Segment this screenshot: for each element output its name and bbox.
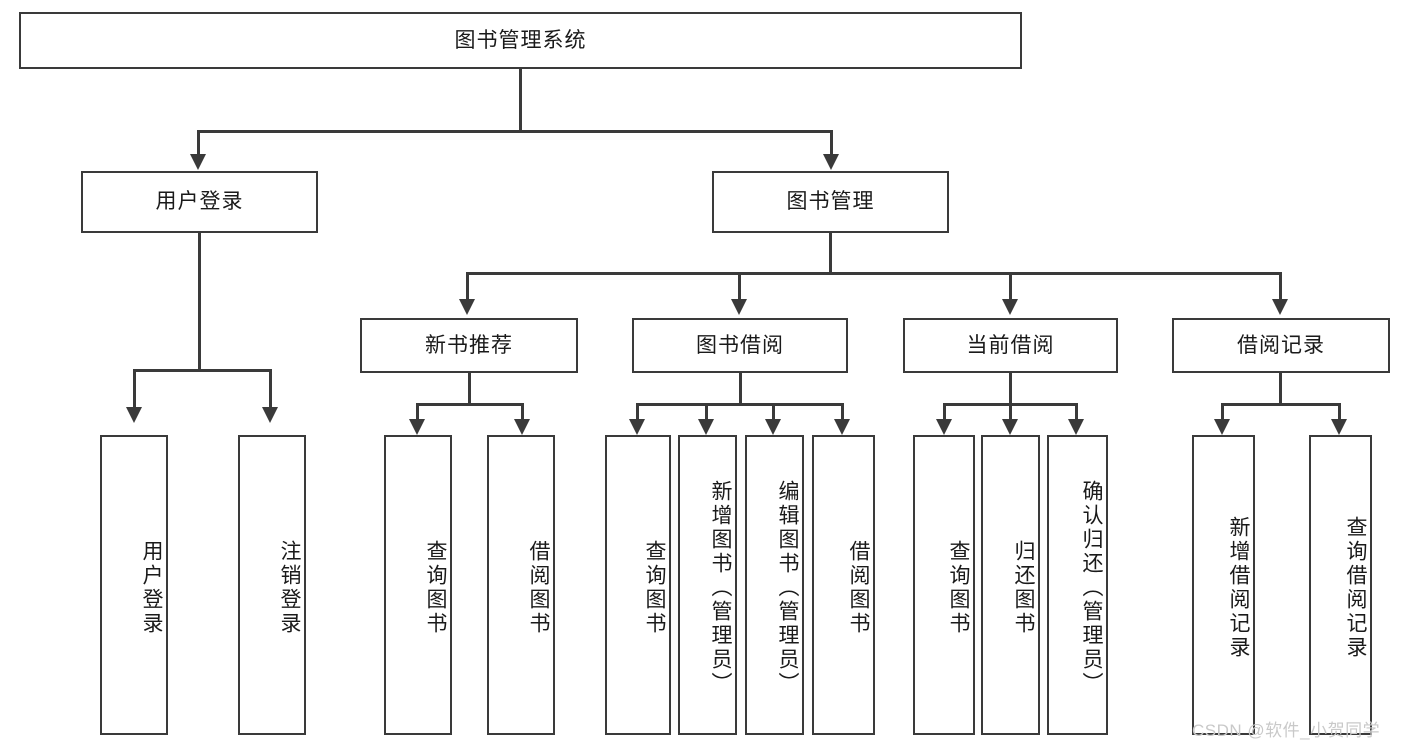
node-root-system[interactable]: 图书管理系统 (19, 12, 1022, 69)
edge-cb-drop-2 (1009, 403, 1012, 422)
edge-root-to-book-management (830, 130, 833, 158)
edge-br-drop-2 (1338, 403, 1341, 422)
node-label: 图书借阅 (696, 333, 784, 357)
node-label: 用户登录 (155, 190, 244, 214)
node-label: 归还图书 (1012, 540, 1035, 636)
node-label: 新书推荐 (425, 333, 513, 357)
edge-borrow-record-bus (1221, 403, 1341, 406)
node-leaf-return-book[interactable]: 归还图书 (981, 435, 1040, 735)
edge-new-book-bus (416, 403, 524, 406)
node-label: 图书管理系统 (454, 28, 587, 52)
edge-book-management-stem (829, 233, 832, 275)
node-leaf-query-record[interactable]: 查询借阅记录 (1309, 435, 1372, 735)
edge-new-book-drop-2 (521, 403, 524, 422)
arrow-to-book-management (823, 154, 839, 170)
node-leaf-edit-book[interactable]: 编辑图书（管理员） (745, 435, 804, 735)
node-label: 查询图书 (643, 540, 666, 636)
node-leaf-add-book[interactable]: 新增图书（管理员） (678, 435, 737, 735)
arrow-to-leaf-query-record (1331, 419, 1347, 435)
edge-root-bus (197, 130, 833, 133)
node-borrow-record[interactable]: 借阅记录 (1172, 318, 1390, 373)
node-leaf-borrow-book-borrow[interactable]: 借阅图书 (812, 435, 875, 735)
node-book-borrow[interactable]: 图书借阅 (632, 318, 848, 373)
node-label: 查询图书 (947, 540, 970, 636)
edge-user-login-bus (133, 369, 272, 372)
node-leaf-query-book-recommend[interactable]: 查询图书 (384, 435, 452, 735)
arrow-to-new-book-recommend (459, 299, 475, 315)
arrow-to-leaf-confirm-return (1068, 419, 1084, 435)
node-label: 用户登录 (140, 540, 163, 636)
edge-book-management-bus (466, 272, 1279, 275)
edge-br-drop-1 (1221, 403, 1224, 422)
node-label: 借阅图书 (847, 540, 870, 636)
arrow-to-leaf-add-book (698, 419, 714, 435)
edge-cb-drop-1 (943, 403, 946, 422)
arrow-to-leaf-borrow-book-1 (514, 419, 530, 435)
edge-bb-drop-3 (772, 403, 775, 422)
node-label: 编辑图书（管理员） (776, 480, 799, 696)
edge-bm-drop-current-borrow (1009, 272, 1012, 304)
edge-bb-drop-1 (636, 403, 639, 422)
arrow-to-leaf-query-book-2 (629, 419, 645, 435)
node-label: 新增图书（管理员） (709, 480, 732, 696)
edge-bb-drop-2 (705, 403, 708, 422)
node-leaf-borrow-book-recommend[interactable]: 借阅图书 (487, 435, 555, 735)
edge-bb-drop-4 (841, 403, 844, 422)
node-leaf-query-book-borrow[interactable]: 查询图书 (605, 435, 671, 735)
edge-bm-drop-borrow-record (1279, 272, 1282, 304)
arrow-to-leaf-borrow-book-2 (834, 419, 850, 435)
edge-user-login-drop-1 (133, 369, 136, 411)
node-label: 查询图书 (424, 540, 447, 636)
edge-book-borrow-stem (739, 373, 742, 405)
arrow-to-leaf-user-logout (262, 407, 278, 423)
arrow-to-leaf-add-record (1214, 419, 1230, 435)
node-book-management[interactable]: 图书管理 (712, 171, 949, 233)
edge-root-to-user-login (197, 130, 200, 158)
node-new-book-recommend[interactable]: 新书推荐 (360, 318, 578, 373)
edge-user-login-stem (198, 233, 201, 372)
arrow-to-leaf-user-login (126, 407, 142, 423)
node-label: 图书管理 (786, 190, 875, 214)
edge-bm-drop-new-book (466, 272, 469, 304)
node-label: 当前借阅 (966, 333, 1055, 357)
arrow-to-leaf-edit-book (765, 419, 781, 435)
node-label: 注销登录 (278, 540, 301, 636)
edge-book-borrow-bus (636, 403, 844, 406)
edge-user-login-drop-2 (269, 369, 272, 411)
edge-current-borrow-stem (1009, 373, 1012, 405)
arrow-to-leaf-query-book-1 (409, 419, 425, 435)
node-user-login[interactable]: 用户登录 (81, 171, 318, 233)
arrow-to-borrow-record (1272, 299, 1288, 315)
edge-new-book-stem (468, 373, 471, 405)
node-leaf-user-login[interactable]: 用户登录 (100, 435, 168, 735)
node-label: 查询借阅记录 (1344, 516, 1367, 660)
arrow-to-leaf-query-book-3 (936, 419, 952, 435)
node-leaf-confirm-return[interactable]: 确认归还（管理员） (1047, 435, 1108, 735)
node-label: 新增借阅记录 (1227, 516, 1250, 660)
edge-bm-drop-book-borrow (738, 272, 741, 304)
node-label: 确认归还（管理员） (1080, 480, 1103, 696)
node-leaf-add-record[interactable]: 新增借阅记录 (1192, 435, 1255, 735)
arrow-to-current-borrow (1002, 299, 1018, 315)
arrow-to-book-borrow (731, 299, 747, 315)
node-label: 借阅记录 (1237, 333, 1325, 357)
edge-new-book-drop-1 (416, 403, 419, 422)
node-label: 借阅图书 (527, 540, 550, 636)
arrow-to-user-login (190, 154, 206, 170)
edge-root-stem (519, 69, 522, 132)
edge-borrow-record-stem (1279, 373, 1282, 405)
node-leaf-user-logout[interactable]: 注销登录 (238, 435, 306, 735)
arrow-to-leaf-return-book (1002, 419, 1018, 435)
edge-cb-drop-3 (1075, 403, 1078, 422)
node-current-borrow[interactable]: 当前借阅 (903, 318, 1118, 373)
node-leaf-query-book-current[interactable]: 查询图书 (913, 435, 975, 735)
